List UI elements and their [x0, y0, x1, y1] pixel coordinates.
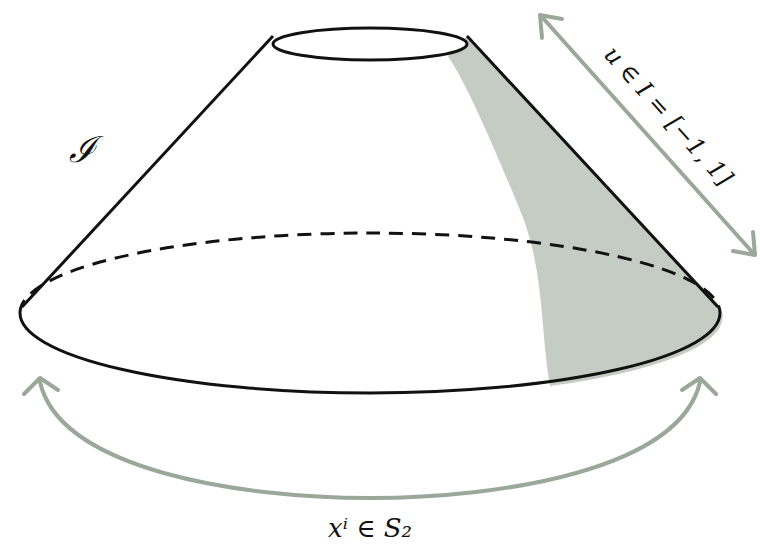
x-arrow [40, 382, 700, 498]
shaded-region [448, 36, 723, 386]
back-edge [20, 233, 720, 313]
arrow-head [24, 378, 58, 394]
left-side [22, 36, 273, 307]
u-arrow [542, 17, 753, 253]
top-ellipse [273, 28, 467, 60]
front-edge [20, 313, 720, 393]
sphere-label: xⁱ ∈ S₂ [328, 514, 412, 543]
arrow-head [540, 15, 562, 38]
scri-label: ℐ [69, 130, 96, 170]
interval-label: u ∈ I = [−1, 1] [599, 41, 738, 191]
arrow-head [682, 378, 716, 394]
arrow-head [733, 232, 755, 255]
